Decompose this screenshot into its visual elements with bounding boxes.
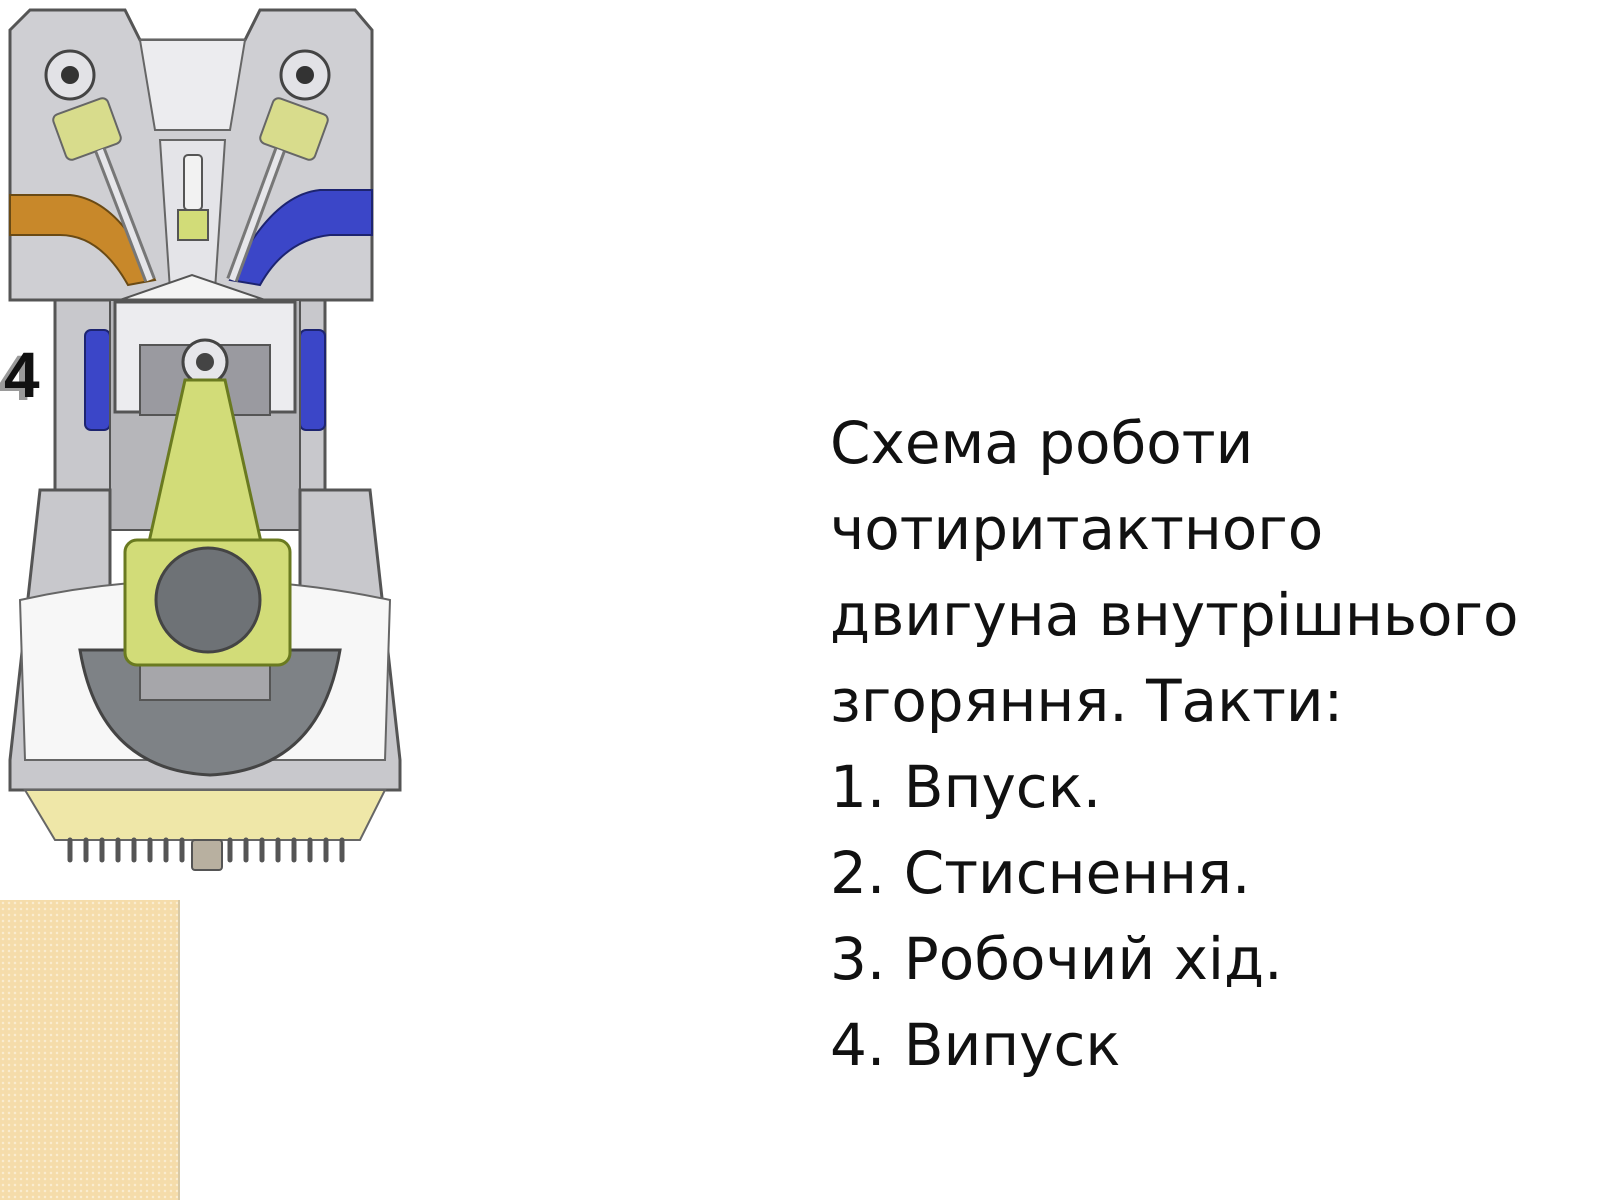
stroke-item-exhaust: 4. Випуск [830,1011,1121,1079]
stroke-item-power: 3. Робочий хід. [830,925,1283,993]
slide-text-block: Схема роботи чотиритактного двигуна внут… [830,400,1570,1088]
title-line-2: чотиритактного [830,495,1324,563]
spark-plug [177,154,209,241]
title-line-4: згоряння. Такти: [830,667,1344,735]
exhaust-port [228,189,373,287]
connecting-rod [123,378,292,667]
decorative-corner-swatch [0,900,180,1200]
exhaust-valve [226,97,329,283]
stroke-item-intake: 1. Впуск. [830,753,1102,821]
sump-fins [67,837,345,863]
exhaust-camshaft [279,49,331,101]
stroke-number-label: 4 [4,339,40,411]
intake-port [9,194,157,287]
drain-plug [191,839,223,871]
intake-valve [52,97,156,283]
stroke-item-compression: 2. Стиснення. [830,839,1251,907]
intake-camshaft [44,49,96,101]
title-line-1: Схема роботи [830,409,1254,477]
title-line-3: двигуна внутрішнього [830,581,1519,649]
oil-sump [23,789,387,841]
engine-cross-section-diagram [8,8,402,871]
